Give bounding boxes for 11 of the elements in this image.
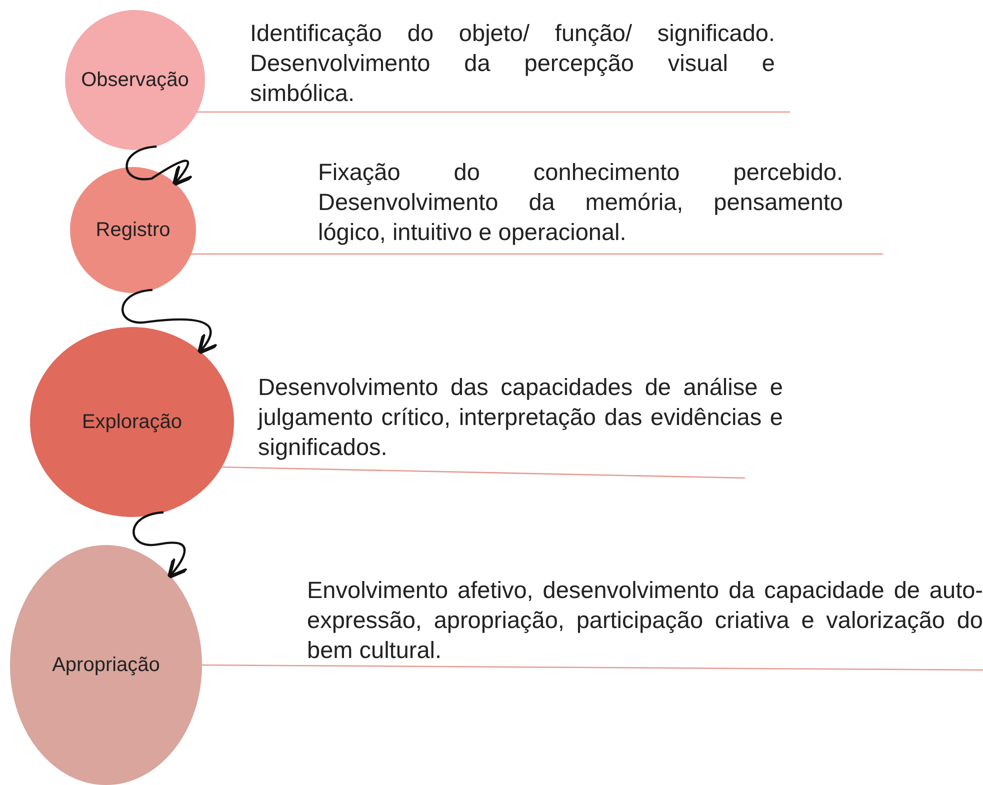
stage-label: Exploração — [82, 410, 182, 434]
curved-arrow — [122, 288, 219, 355]
stage-label: Registro — [96, 218, 170, 242]
description-text: Desenvolvimento das capacidades de análise e julgamento crítico, interpretação das evidências e significados. — [258, 373, 783, 462]
stage-label: Apropriação — [52, 654, 160, 676]
stage-label: Observação — [81, 68, 189, 92]
curved-arrow — [132, 511, 189, 579]
curved-arrow — [126, 145, 194, 186]
description-text: Identificação do objeto/ função/ significado. Desenvolvimento da percepção visual e simbólica. — [250, 19, 775, 108]
description-text: Envolvimento afetivo, desenvolvimento da capacidade de auto-expressão, apropriação, participação criativa e valorização do bem cultural. — [307, 576, 983, 665]
description-text: Fixação do conhecimento percebido. Desenvolvimento da memória, pensamento lógico, intuitivo e operacional. — [318, 158, 843, 247]
